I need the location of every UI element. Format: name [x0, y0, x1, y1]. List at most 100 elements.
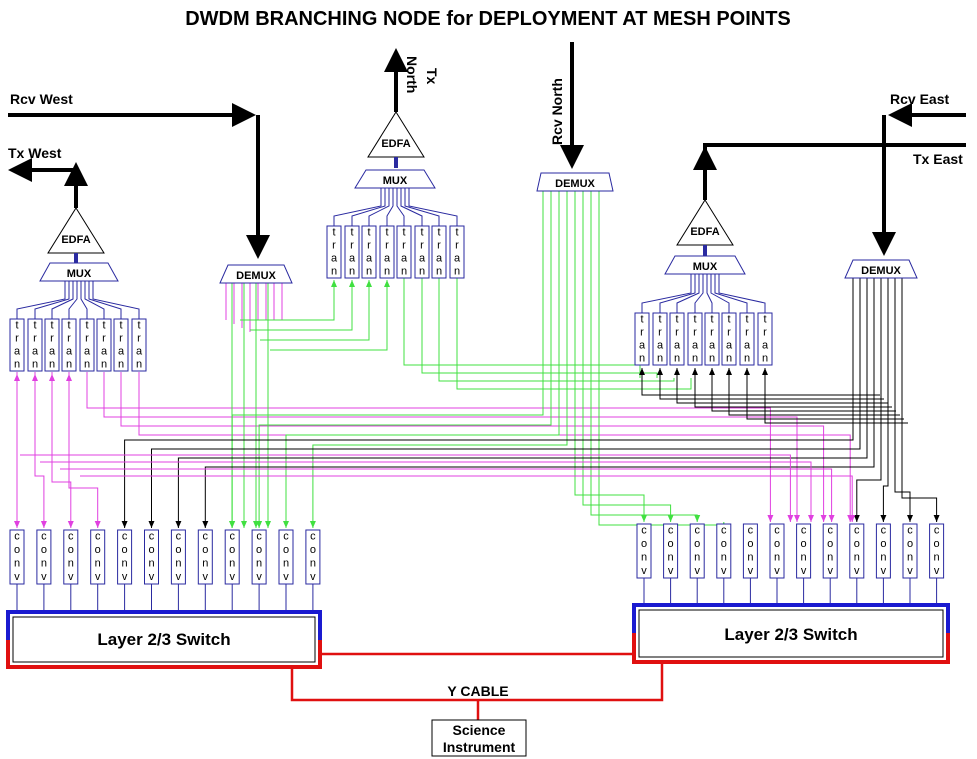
north-tran-5-letter: r [402, 239, 406, 251]
right-conv-4-letter: o [721, 538, 727, 550]
north-tran-2-letter: r [350, 239, 354, 251]
east-tran-4-letter: a [692, 339, 699, 351]
west-tran-6-letter: r [102, 332, 106, 344]
wire [853, 278, 882, 522]
right-conv-7-letter: v [801, 565, 807, 577]
right-conv-8-letter: v [827, 565, 833, 577]
wire [639, 368, 880, 396]
north-tran-4-letter: n [384, 265, 390, 277]
left-conv-10-letter: o [256, 544, 262, 556]
left-conv-10-letter: n [256, 558, 262, 570]
left-conv-4-letter: v [95, 571, 101, 583]
left-conv-3-letter: v [68, 571, 74, 583]
right-conv-2-letter: v [668, 565, 674, 577]
east-tran-2-letter: r [658, 326, 662, 338]
wire [641, 274, 692, 313]
west-tran-2-letter: a [32, 345, 39, 357]
left-conv-5-letter: c [122, 531, 128, 543]
right-conv-6-letter: v [774, 565, 780, 577]
wire [60, 468, 835, 522]
west-demux-label: DEMUX [236, 270, 276, 282]
wire [250, 280, 355, 331]
left-conv-8-letter: o [202, 544, 208, 556]
left-conv-6-letter: v [149, 571, 155, 583]
north-tran-3-letter: r [367, 239, 371, 251]
west-tran-4-letter: t [67, 319, 70, 331]
left-conv-9-letter: o [229, 544, 235, 556]
right-switch-label: Layer 2/3 Switch [724, 625, 857, 644]
left-conv-9-letter: v [229, 571, 235, 583]
east-tran-3-letter: r [675, 326, 679, 338]
east-tran-2-letter: n [657, 352, 663, 364]
wire [762, 368, 908, 424]
right-conv-5-letter: c [748, 525, 754, 537]
west-tran-1-letter: a [14, 345, 21, 357]
left-conv-1-letter: v [14, 571, 20, 583]
right-conv-1-letter: o [641, 538, 647, 550]
left-conv-3-letter: c [68, 531, 74, 543]
left-conv-9-letter: c [229, 531, 235, 543]
wire [710, 274, 730, 313]
tx-north-label-line2: North [404, 56, 420, 93]
east-tran-2-letter: a [657, 339, 664, 351]
north-tran-2-letter: a [349, 252, 356, 264]
north-tran-5-letter: a [401, 252, 408, 264]
north-tran-3-letter: a [366, 252, 373, 264]
west-edfa-label: EDFA [61, 234, 90, 246]
west-tran-8-frame [131, 318, 147, 372]
left-conv-9-letter: n [229, 558, 235, 570]
wire [657, 368, 884, 400]
left-conv-12-letter: v [310, 571, 316, 583]
wire [34, 281, 70, 319]
wire [202, 278, 875, 528]
left-conv-5-letter: o [122, 544, 128, 556]
east-tran-6-letter: r [727, 326, 731, 338]
left-conv-10-letter: v [256, 571, 262, 583]
right-conv-3-letter: v [694, 565, 700, 577]
right-conv-9-letter: n [854, 552, 860, 564]
wire [51, 372, 74, 528]
east-tran-7-letter: n [744, 352, 750, 364]
right-conv-10-letter: c [881, 525, 887, 537]
right-conv-2-letter: c [668, 525, 674, 537]
west-tran-2-letter: r [33, 332, 37, 344]
west-tran-5-frame [79, 318, 95, 372]
right-conv-5-letter: o [747, 538, 753, 550]
right-conv-2-letter: n [668, 552, 674, 564]
wire [175, 278, 868, 528]
west-tran-2-letter: n [32, 358, 38, 370]
wire [744, 368, 904, 420]
north-tran-1-letter: n [331, 265, 337, 277]
right-conv-10-letter: n [880, 552, 886, 564]
west-tran-7-frame [113, 318, 129, 372]
left-conv-5-letter: v [122, 571, 128, 583]
wire [20, 454, 794, 522]
wire [901, 278, 940, 522]
east-tran-8-letter: n [762, 352, 768, 364]
wire [84, 281, 105, 319]
west-tran-7-letter: a [118, 345, 125, 357]
east-demux: DEMUX [844, 259, 918, 279]
left-conv-12-letter: o [310, 544, 316, 556]
left-conv-10-letter: c [256, 531, 262, 543]
wire [34, 372, 47, 528]
left-conv-4-letter: o [95, 544, 101, 556]
west-tran-2-letter: t [33, 319, 36, 331]
north-tran-7-frame [431, 225, 447, 279]
wire [121, 278, 854, 528]
east-tran-6-frame [721, 312, 737, 366]
left-conv-2-letter: v [41, 571, 47, 583]
west-edfa: EDFA [47, 207, 105, 254]
wire [438, 278, 675, 382]
left-conv-2-letter: c [41, 531, 47, 543]
right-conv-5-letter: n [747, 552, 753, 564]
